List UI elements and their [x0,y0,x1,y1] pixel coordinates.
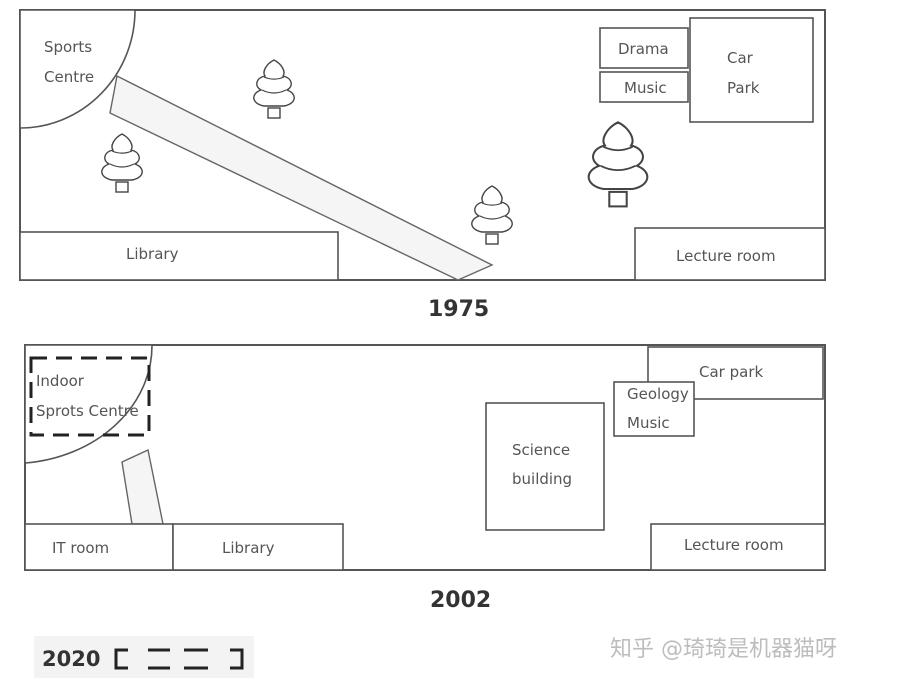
lecture-room-label-1975: Lecture room [676,247,776,265]
library-label-1975: Library [126,245,179,263]
year-caption-2002: 2002 [430,588,491,613]
legend-2020: 2020 [34,636,254,678]
car-park-1975 [689,17,814,123]
indoor-sports-label-2: Sprots Centre [36,402,139,420]
lecture-room-2002 [650,523,826,571]
sports-centre-label-2: Centre [44,68,94,86]
car-park-label-2002: Car park [699,363,763,381]
music-label-1975: Music [624,79,667,97]
drama-building [599,27,689,69]
lecture-room-label-2002: Lecture room [684,536,784,554]
car-park-label-1: Car [727,49,754,67]
science-label-1: Science [512,441,570,459]
sports-centre-1975 [19,9,136,129]
geology-music-building [613,381,695,437]
car-park-label-2: Park [727,79,760,97]
music-building-1975 [599,71,689,103]
map-1975: Sports Centre Drama Music Car Park Libra… [19,9,826,322]
legend-dash-start [114,648,128,670]
legend-background [34,636,254,678]
sports-centre-label-1: Sports [44,38,92,56]
library-1975 [19,231,339,281]
library-label-2002: Library [222,539,275,557]
music-label-2002: Music [627,414,670,432]
legend-year: 2020 [42,647,100,671]
science-building [485,402,605,531]
map-2002: Indoor Sprots Centre Car park Geology Mu… [24,344,826,613]
library-2002 [172,523,344,571]
indoor-sports-label-1: Indoor [36,372,85,390]
legend-dash-end [230,648,244,670]
science-label-2: building [512,470,572,488]
drama-label: Drama [618,40,669,58]
indoor-sports-centre [29,356,151,437]
year-caption-1975: 1975 [428,297,489,322]
geology-label: Geology [627,385,689,403]
it-room [24,523,174,571]
it-room-label: IT room [52,539,109,557]
watermark: 知乎 @琦琦是机器猫呀 [610,637,837,662]
footpath-1975 [109,74,494,281]
lecture-room-1975 [634,227,826,281]
